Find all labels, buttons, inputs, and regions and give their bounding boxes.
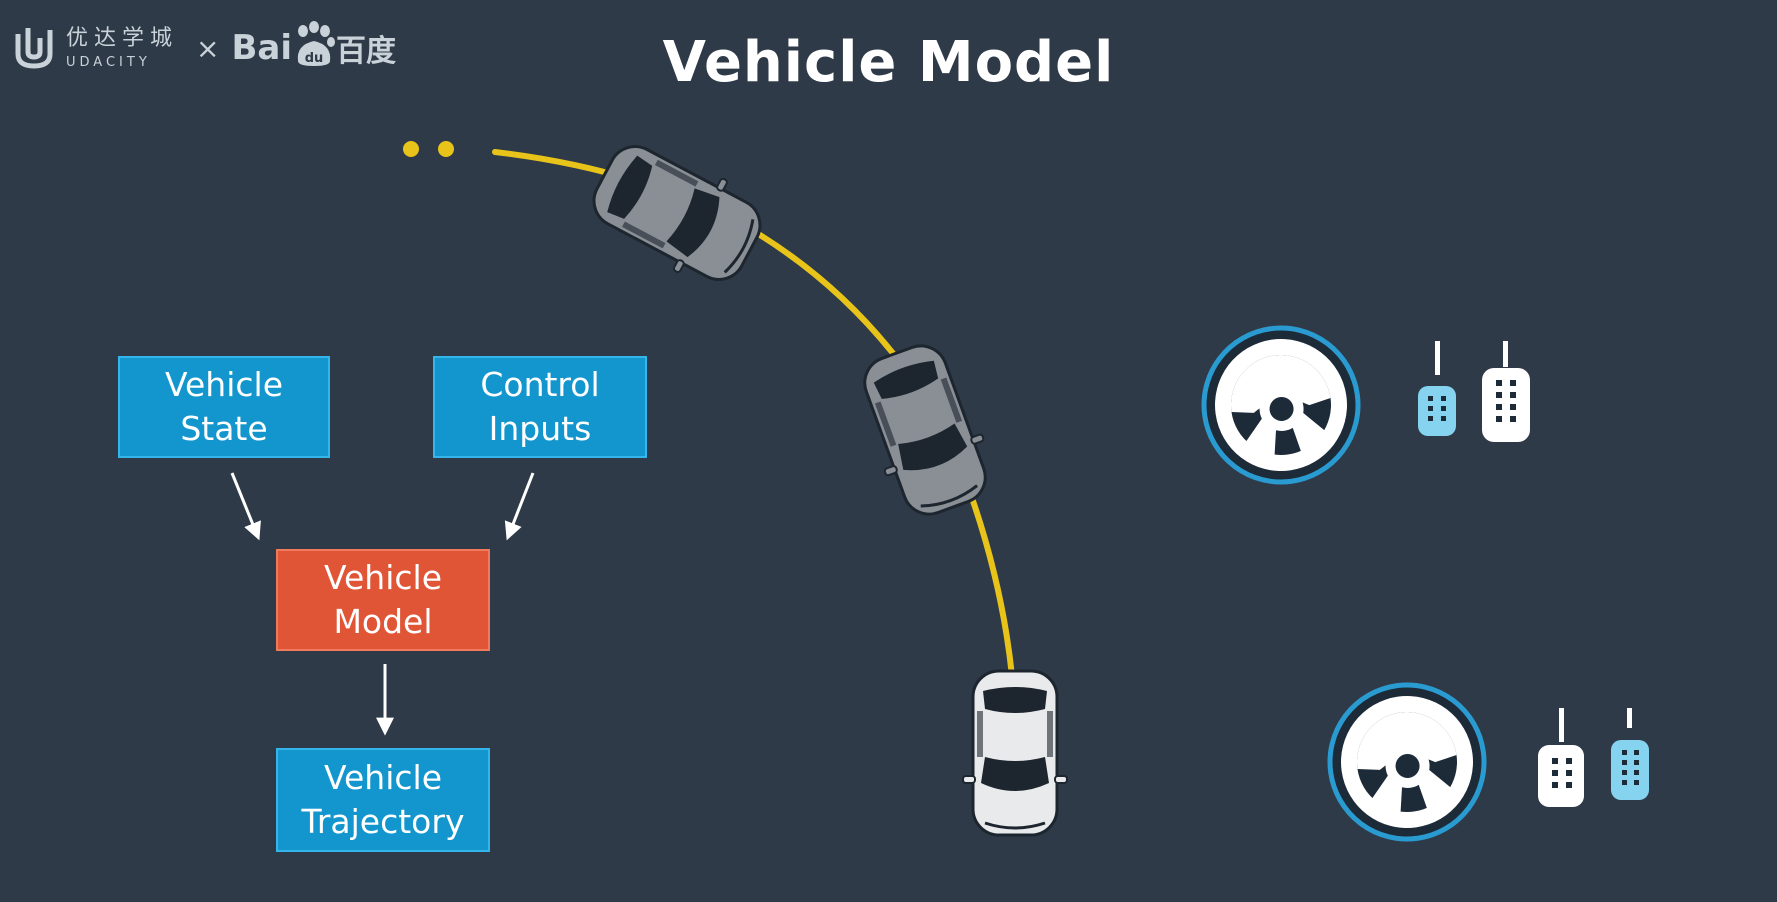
control-inputs-box: Control Inputs (433, 356, 647, 458)
steering-wheel-icon (1320, 675, 1494, 849)
box-line: Control (480, 365, 600, 404)
box-line: State (180, 409, 268, 448)
gas-pedal-icon (1482, 341, 1530, 442)
udacity-en-label: UDACITY (66, 54, 151, 70)
baidu-latin-label: Bai (231, 28, 292, 68)
baidu-logo: Bai du 百度 (231, 21, 396, 70)
car-bottom (961, 669, 1069, 837)
page-title: Vehicle Model (662, 30, 1115, 95)
car-middle (846, 333, 1004, 527)
box-line: Inputs (488, 409, 592, 448)
logo-separator: × (196, 31, 220, 65)
brake-pedal-icon (1538, 708, 1584, 807)
brake-pedal-icon (1418, 341, 1456, 436)
trajectory-dot (403, 141, 419, 157)
svg-text:du: du (305, 51, 324, 66)
header-logos: 优达学城 UDACITY × Bai du 百度 (12, 21, 396, 72)
udacity-logo-icon (15, 28, 53, 69)
box-line: Vehicle (164, 365, 283, 404)
arrow-inputs-to-model (504, 472, 535, 541)
trajectory-dot (438, 141, 454, 157)
controls-upper (1194, 318, 1530, 492)
box-line: Vehicle (323, 558, 442, 597)
vehicle-state-box: Vehicle State (118, 356, 330, 458)
arrow-state-to-model (230, 472, 261, 541)
steering-wheel-icon (1194, 318, 1368, 492)
controls-lower (1320, 675, 1649, 849)
udacity-wordmark: 优达学城 UDACITY (66, 25, 179, 70)
udacity-cn-label: 优达学城 (66, 25, 179, 51)
vehicle-model-box: Vehicle Model (276, 549, 490, 651)
car-top (578, 127, 776, 299)
gas-pedal-icon (1611, 708, 1649, 800)
baidu-paw-icon: du (297, 21, 335, 66)
box-line: Vehicle (323, 758, 442, 797)
vehicle-trajectory-box: Vehicle Trajectory (276, 748, 490, 852)
baidu-cn-label: 百度 (336, 34, 396, 69)
box-line: Model (333, 602, 433, 641)
box-line: Trajectory (301, 802, 465, 841)
